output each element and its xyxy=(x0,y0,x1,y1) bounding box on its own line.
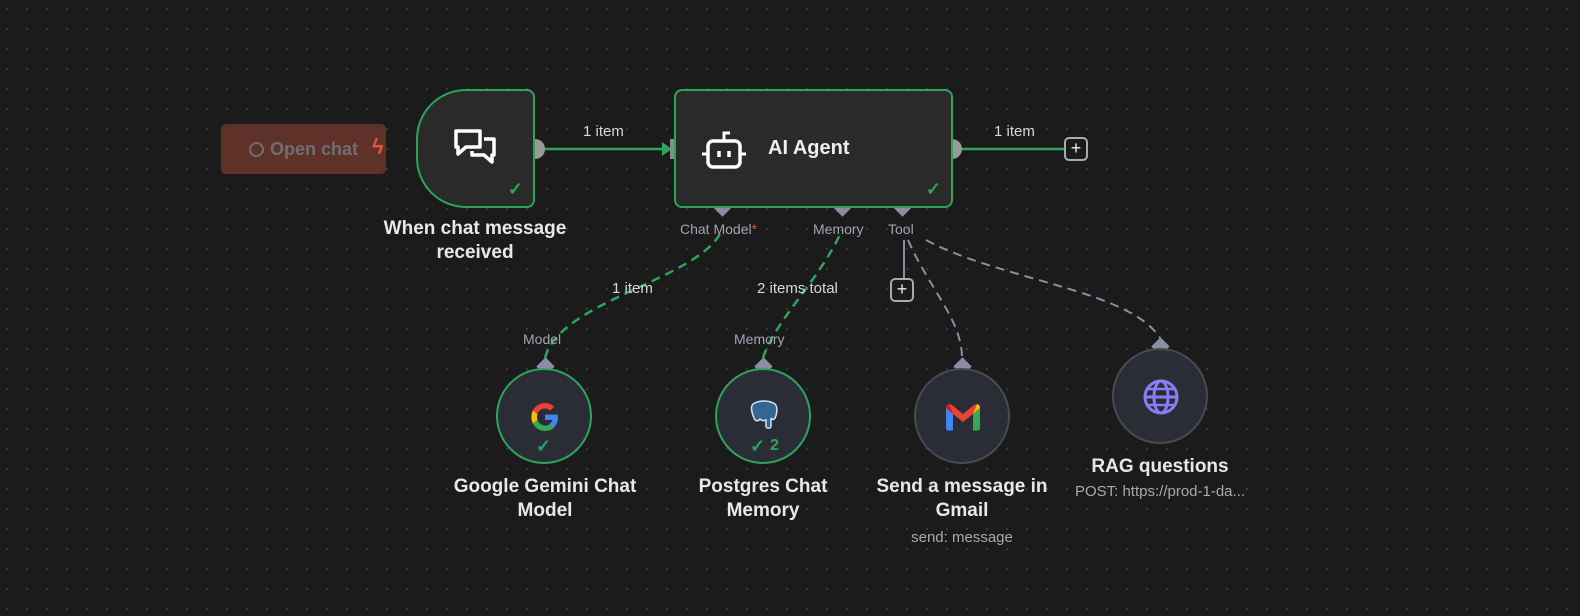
lightning-icon: ϟ xyxy=(372,134,384,159)
edge-label-model: 1 item xyxy=(612,280,653,297)
edge-arrow xyxy=(662,142,672,156)
edge-label-agent-out: 1 item xyxy=(994,123,1035,140)
gmail-subtitle: send: message xyxy=(911,529,1013,546)
edge-tool-gmail xyxy=(907,239,963,359)
success-check-icon: ✓ xyxy=(536,436,552,456)
open-chat-label: Open chat xyxy=(269,138,358,159)
chat-bubble-icon xyxy=(248,141,264,157)
gemini-title-line1: Google Gemini Chat xyxy=(453,476,637,497)
postgres-node[interactable]: ✓ 2 xyxy=(715,368,811,464)
edge-label-trigger-agent: 1 item xyxy=(583,123,624,140)
port-label-chat-model: Chat Model* xyxy=(680,221,757,237)
run-count: 2 xyxy=(770,437,779,454)
required-mark: * xyxy=(751,221,758,237)
gemini-port-label: Model xyxy=(523,331,562,347)
rag-subtitle: POST: https://prod-1-da... xyxy=(1074,483,1246,500)
chat-messages-icon xyxy=(454,129,496,164)
postgres-elephant-icon xyxy=(750,400,778,429)
gmail-title: Send a message in Gmail xyxy=(847,475,1077,523)
gemini-node[interactable]: ✓ xyxy=(496,368,592,464)
add-node-after-agent-button[interactable]: + xyxy=(1064,137,1088,161)
open-chat-button[interactable]: Open chat xyxy=(221,124,386,174)
edge-tool-rag xyxy=(925,239,1161,339)
globe-icon xyxy=(1143,379,1179,415)
edge-model-agent xyxy=(543,229,724,359)
port-label-memory: Memory xyxy=(813,221,864,237)
gemini-title-line2: Model xyxy=(517,500,573,521)
google-icon xyxy=(531,403,558,431)
trigger-title-line2: received xyxy=(436,242,514,263)
postgres-title-line1: Postgres Chat xyxy=(698,476,828,497)
rag-node[interactable] xyxy=(1112,348,1208,444)
success-check-icon: ✓ xyxy=(507,179,523,199)
gmail-icon xyxy=(946,404,980,431)
gmail-title-line2: Gmail xyxy=(935,500,989,521)
ai-agent-title: AI Agent xyxy=(768,137,850,159)
trigger-title: When chat message received xyxy=(360,217,590,265)
gemini-title: Google Gemini Chat Model xyxy=(430,475,660,523)
trigger-title-line1: When chat message xyxy=(383,218,567,239)
add-tool-button[interactable]: + xyxy=(890,278,914,302)
postgres-title-line2: Memory xyxy=(726,500,800,521)
edge-label-memory: 2 items total xyxy=(757,280,838,297)
postgres-title: Postgres Chat Memory xyxy=(648,475,878,523)
gmail-title-line1: Send a message in xyxy=(876,476,1048,497)
trigger-node[interactable]: ✓ xyxy=(416,89,535,208)
rag-title: RAG questions xyxy=(1091,456,1229,477)
gmail-node[interactable] xyxy=(914,368,1010,464)
robot-icon xyxy=(702,131,746,169)
port-label-tool: Tool xyxy=(888,221,914,237)
success-check-icon: ✓ xyxy=(925,179,941,199)
ai-agent-node[interactable]: AI Agent ✓ xyxy=(674,89,953,208)
postgres-port-label: Memory xyxy=(734,331,785,347)
chat-model-label: Chat Model xyxy=(680,221,752,237)
success-check-icon: ✓ xyxy=(750,436,766,456)
